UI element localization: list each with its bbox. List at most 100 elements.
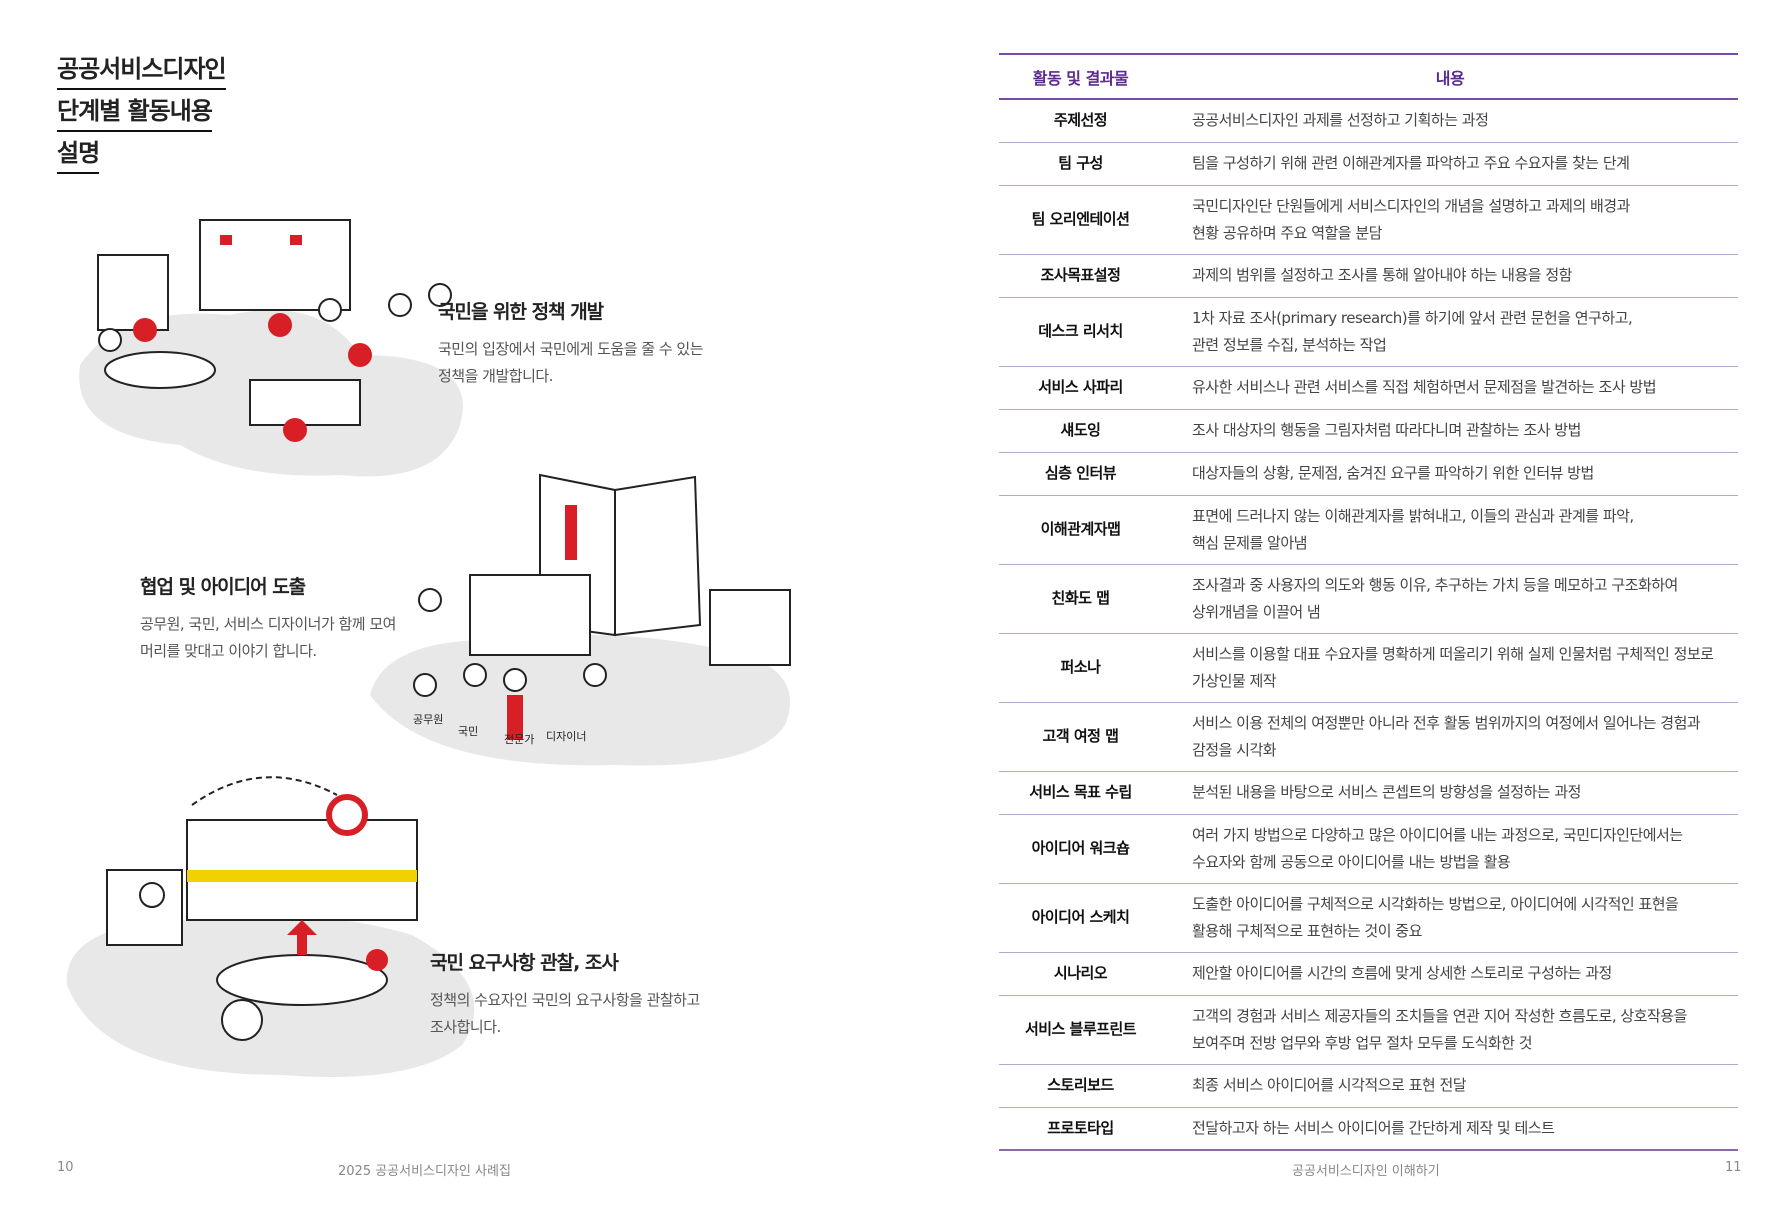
activity-description: 고객의 경험과 서비스 제공자들의 조치들을 연관 지어 작성한 흐름도로, 상… [1162, 995, 1738, 1065]
activity-name: 데스크 리서치 [999, 297, 1162, 367]
activity-name: 섀도잉 [999, 409, 1162, 453]
policy-development-illustration [79, 219, 463, 477]
activity-name: 서비스 사파리 [999, 366, 1162, 410]
section-collaboration: 협업 및 아이디어 도출 공무원, 국민, 서비스 디자이너가 함께 모여 머리… [140, 572, 396, 665]
activity-description: 팀을 구성하기 위해 관련 이해관계자를 파악하고 주요 수요자를 찾는 단계 [1162, 142, 1738, 186]
section-heading: 국민을 위한 정책 개발 [438, 301, 604, 323]
description-line: 여러 가지 방법으로 다양하고 많은 아이디어를 내는 과정으로, 국민디자인단… [1192, 825, 1683, 844]
section-policy: 국민을 위한 정책 개발 국민의 입장에서 국민에게 도움을 줄 수 있는 정책… [438, 297, 704, 390]
activity-description: 제안할 아이디어를 시간의 흐름에 맞게 상세한 스토리로 구성하는 과정 [1162, 952, 1738, 996]
title-line: 설명 [57, 134, 100, 174]
description-line: 서비스를 이용할 대표 수요자를 명확하게 떠올리기 위해 실제 인물처럼 구체… [1192, 644, 1714, 663]
table-row: 시나리오 제안할 아이디어를 시간의 흐름에 맞게 상세한 스토리로 구성하는 과… [999, 952, 1738, 996]
description-line: 핵심 문제를 알아냄 [1192, 533, 1307, 552]
description-line: 상위개념을 이끌어 냄 [1192, 602, 1321, 621]
activity-description: 대상자들의 상황, 문제점, 숨겨진 요구를 파악하기 위한 인터뷰 방법 [1162, 452, 1738, 496]
page-number-right: 11 [1725, 1160, 1742, 1175]
activity-name: 고객 여정 맵 [999, 702, 1162, 772]
observation-illustration [66, 776, 475, 1077]
section-body: 공무원, 국민, 서비스 디자이너가 함께 모여 [140, 615, 396, 633]
activity-name: 스토리보드 [999, 1064, 1162, 1108]
activity-name: 서비스 목표 수립 [999, 771, 1162, 815]
label-citizen: 국민 [458, 725, 479, 738]
table-row: 팀 구성 팀을 구성하기 위해 관련 이해관계자를 파악하고 주요 수요자를 찾는… [999, 142, 1738, 186]
activity-description: 분석된 내용을 바탕으로 서비스 콘셉트의 방향성을 설정하는 과정 [1162, 771, 1738, 815]
description-line: 조사 대상자의 행동을 그림자처럼 따라다니며 관찰하는 조사 방법 [1192, 421, 1581, 439]
table-row: 퍼소나 서비스를 이용할 대표 수요자를 명확하게 떠올리기 위해 실제 인물처럼… [999, 633, 1738, 703]
header-content: 내용 [1162, 53, 1738, 100]
page-number-left: 10 [57, 1160, 74, 1175]
section-body: 정책을 개발합니다. [438, 367, 553, 385]
activity-description: 최종 서비스 아이디어를 시각적으로 표현 전달 [1162, 1064, 1738, 1108]
activity-description: 서비스 이용 전체의 여정뿐만 아니라 전후 활동 범위까지의 여정에서 일어나… [1162, 702, 1738, 772]
description-line: 공공서비스디자인 과제를 선정하고 기획하는 과정 [1192, 111, 1489, 130]
activity-description: 유사한 서비스나 관련 서비스를 직접 체험하면서 문제점을 발견하는 조사 방… [1162, 366, 1738, 410]
table-row: 서비스 블루프린트 고객의 경험과 서비스 제공자들의 조치들을 연관 지어 작성… [999, 995, 1738, 1065]
description-line: 1차 자료 조사(primary research)를 하기에 앞서 관련 문헌… [1192, 308, 1633, 327]
description-line: 조사결과 중 사용자의 의도와 행동 이유, 추구하는 가치 등을 메모하고 구… [1192, 575, 1678, 594]
activity-name: 퍼소나 [999, 633, 1162, 703]
table-row: 섀도잉 조사 대상자의 행동을 그림자처럼 따라다니며 관찰하는 조사 방법 [999, 409, 1738, 453]
description-line: 국민디자인단 단원들에게 서비스디자인의 개념을 설명하고 과제의 배경과 [1192, 196, 1630, 215]
activity-name: 조사목표설정 [999, 254, 1162, 298]
description-line: 표면에 드러나지 않는 이해관계자를 밝혀내고, 이들의 관심과 관계를 파악, [1192, 506, 1634, 525]
activity-name: 아이디어 워크숍 [999, 814, 1162, 884]
description-line: 수요자와 함께 공동으로 아이디어를 내는 방법을 활용 [1192, 852, 1511, 871]
title-line: 공공서비스디자인 [57, 50, 227, 90]
description-line: 고객의 경험과 서비스 제공자들의 조치들을 연관 지어 작성한 흐름도로, 상… [1192, 1006, 1687, 1025]
table-row: 데스크 리서치 1차 자료 조사(primary research)를 하기에 앞… [999, 297, 1738, 367]
table-row: 심층 인터뷰 대상자들의 상황, 문제점, 숨겨진 요구를 파악하기 위한 인터뷰… [999, 452, 1738, 496]
activity-name: 팀 구성 [999, 142, 1162, 186]
table-row: 서비스 사파리 유사한 서비스나 관련 서비스를 직접 체험하면서 문제점을 발견… [999, 366, 1738, 410]
description-line: 대상자들의 상황, 문제점, 숨겨진 요구를 파악하기 위한 인터뷰 방법 [1192, 464, 1594, 482]
description-line: 보여주며 전방 업무와 후방 업무 절차 모두를 도식화한 것 [1192, 1033, 1533, 1052]
section-body: 조사합니다. [430, 1018, 501, 1036]
activity-description: 표면에 드러나지 않는 이해관계자를 밝혀내고, 이들의 관심과 관계를 파악,… [1162, 495, 1738, 565]
table-row: 주제선정 공공서비스디자인 과제를 선정하고 기획하는 과정 [999, 99, 1738, 143]
collaboration-illustration [370, 473, 791, 766]
description-line: 팀을 구성하기 위해 관련 이해관계자를 파악하고 주요 수요자를 찾는 단계 [1192, 154, 1630, 172]
activity-description: 조사결과 중 사용자의 의도와 행동 이유, 추구하는 가치 등을 메모하고 구… [1162, 564, 1738, 634]
label-expert: 전문가 [504, 733, 535, 746]
footer-right: 공공서비스디자인 이해하기 [1292, 1164, 1440, 1179]
table-row: 아이디어 워크숍 여러 가지 방법으로 다양하고 많은 아이디어를 내는 과정으로… [999, 814, 1738, 884]
description-line: 유사한 서비스나 관련 서비스를 직접 체험하면서 문제점을 발견하는 조사 방… [1192, 378, 1657, 396]
description-line: 활용해 구체적으로 표현하는 것이 중요 [1192, 921, 1422, 940]
activity-name: 서비스 블루프린트 [999, 995, 1162, 1065]
section-observation: 국민 요구사항 관찰, 조사 정책의 수요자인 국민의 요구사항을 관찰하고 조… [430, 948, 700, 1041]
activity-name: 아이디어 스케치 [999, 883, 1162, 953]
activity-name: 친화도 맵 [999, 564, 1162, 634]
label-civil-servant: 공무원 [413, 713, 444, 726]
activity-name: 주제선정 [999, 99, 1162, 143]
description-line: 감정을 시각화 [1192, 740, 1277, 759]
section-heading: 협업 및 아이디어 도출 [140, 576, 306, 598]
activity-name: 시나리오 [999, 952, 1162, 996]
footer-left: 2025 공공서비스디자인 사례집 [338, 1164, 511, 1179]
activity-name: 팀 오리엔테이션 [999, 185, 1162, 255]
header-activity: 활동 및 결과물 [999, 53, 1162, 100]
description-line: 제안할 아이디어를 시간의 흐름에 맞게 상세한 스토리로 구성하는 과정 [1192, 964, 1612, 982]
activity-description: 도출한 아이디어를 구체적으로 시각화하는 방법으로, 아이디어에 시각적인 표… [1162, 883, 1738, 953]
section-body: 머리를 맞대고 이야기 합니다. [140, 642, 317, 660]
section-body: 정책의 수요자인 국민의 요구사항을 관찰하고 [430, 991, 700, 1009]
page-title: 공공서비스디자인 단계별 활동내용 설명 [57, 50, 227, 176]
title-line: 단계별 활동내용 [57, 92, 213, 132]
table-header: 활동 및 결과물 내용 [999, 53, 1738, 100]
section-body: 국민의 입장에서 국민에게 도움을 줄 수 있는 [438, 340, 704, 358]
table-row: 조사목표설정 과제의 범위를 설정하고 조사를 통해 알아내야 하는 내용을 정함 [999, 254, 1738, 298]
activity-name: 심층 인터뷰 [999, 452, 1162, 496]
section-heading: 국민 요구사항 관찰, 조사 [430, 952, 619, 974]
description-line: 과제의 범위를 설정하고 조사를 통해 알아내야 하는 내용을 정함 [1192, 266, 1572, 284]
description-line: 최종 서비스 아이디어를 시각적으로 표현 전달 [1192, 1076, 1467, 1094]
activity-description: 1차 자료 조사(primary research)를 하기에 앞서 관련 문헌… [1162, 297, 1738, 367]
activity-description: 서비스를 이용할 대표 수요자를 명확하게 떠올리기 위해 실제 인물처럼 구체… [1162, 633, 1738, 703]
description-line: 전달하고자 하는 서비스 아이디어를 간단하게 제작 및 테스트 [1192, 1118, 1555, 1137]
activity-description: 공공서비스디자인 과제를 선정하고 기획하는 과정 [1162, 99, 1738, 143]
